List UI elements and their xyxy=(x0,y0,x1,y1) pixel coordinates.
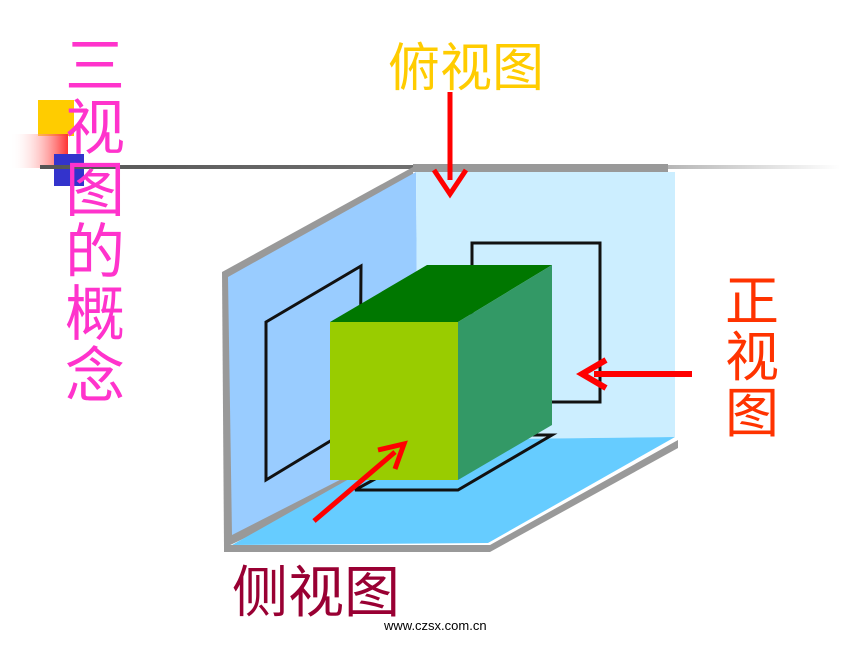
deco-yellow-square xyxy=(38,100,74,136)
side-view-label: 侧视图 xyxy=(232,561,400,626)
back-plane-shadow xyxy=(413,164,668,172)
floor-plane-shadow xyxy=(224,440,678,552)
cube-top-face xyxy=(330,265,552,322)
side-view-arrow xyxy=(312,440,408,523)
top-view-label: 俯视图 xyxy=(388,39,545,99)
cube-side-face xyxy=(458,265,552,480)
front-view-label: 正视图 xyxy=(725,270,779,445)
slide-title: 三视图的概念 xyxy=(65,32,125,412)
top-view-arrow xyxy=(431,92,469,199)
deco-blue-square xyxy=(54,154,84,186)
front-view-arrow xyxy=(576,357,692,391)
cube-front-face xyxy=(330,322,458,480)
footer-url: www.czsx.com.cn xyxy=(384,618,487,633)
